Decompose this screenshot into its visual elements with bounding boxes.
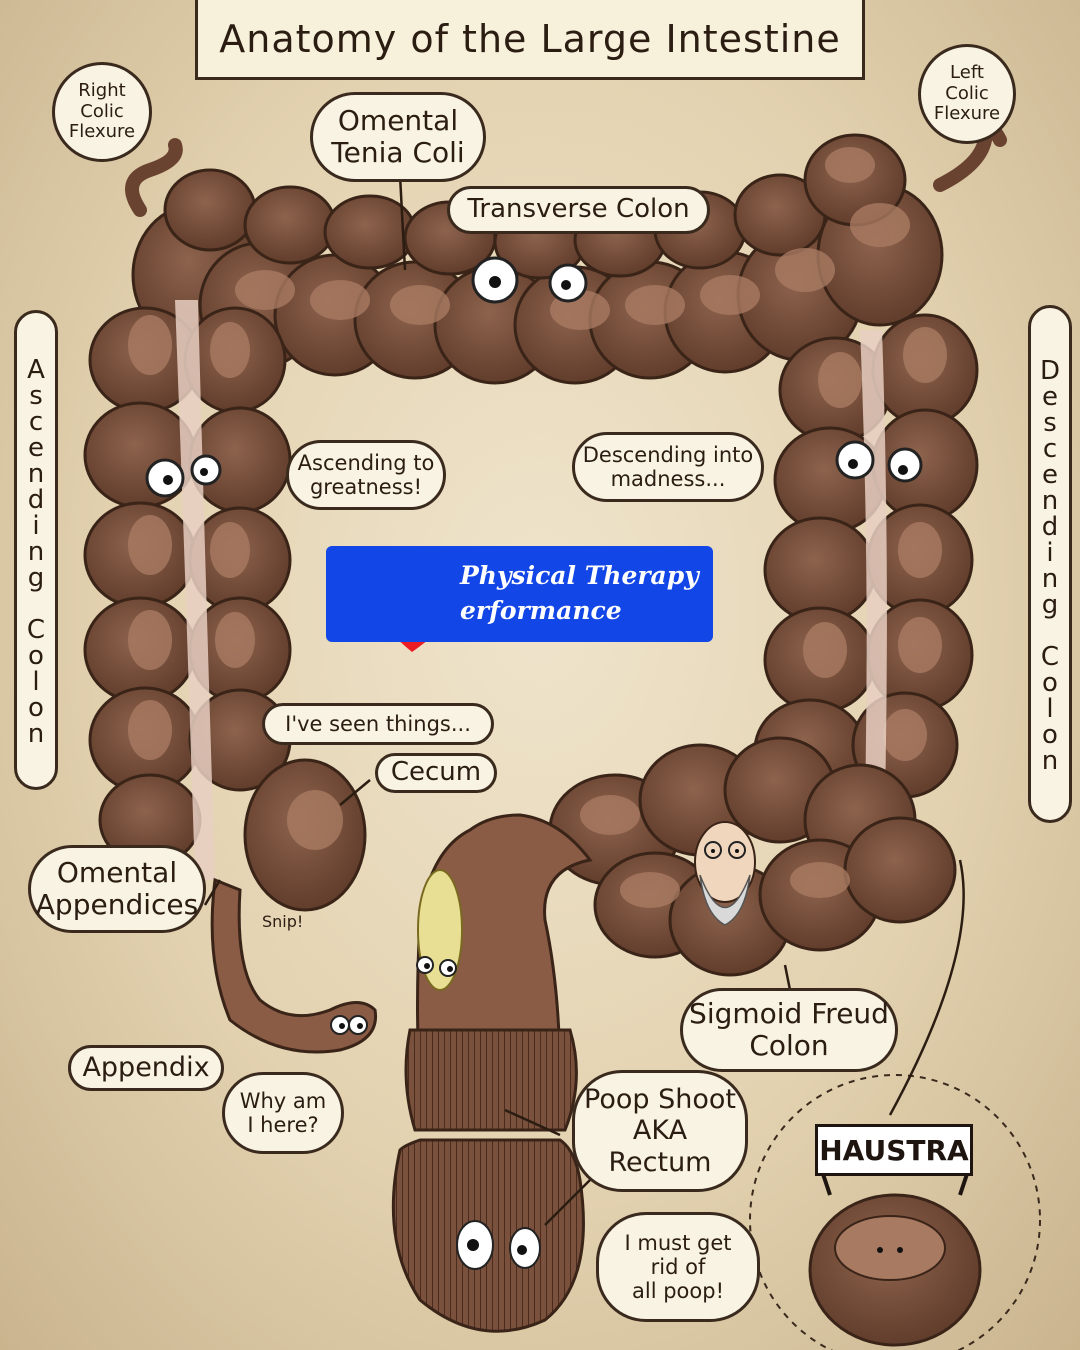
descending-colon-label: Descending Colon <box>1028 305 1072 823</box>
rectum-eyes <box>456 1220 541 1270</box>
ascending-eyes <box>145 454 222 498</box>
rectum-ridged <box>404 1028 578 1132</box>
ascending-speech-bubble: Ascending to greatness! <box>286 440 446 510</box>
descending-speech-bubble: Descending into madness... <box>572 432 764 502</box>
snip-text: Snip! <box>262 912 304 931</box>
haustra-label: HAUSTRA <box>815 1124 973 1176</box>
poop-shoot-label: Poop Shoot AKA Rectum <box>572 1070 748 1192</box>
why-here-speech-bubble: Why am I here? <box>222 1072 344 1154</box>
page-title: Anatomy of the Large Intestine <box>195 0 865 80</box>
cecum-shape <box>243 758 367 912</box>
cecum-label: Cecum <box>375 753 497 793</box>
transverse-eyes <box>471 256 588 304</box>
transverse-colon-label: Transverse Colon <box>447 186 710 234</box>
seen-things-speech-bubble: I've seen things... <box>262 703 494 745</box>
freud-face <box>694 821 756 926</box>
watermark-banner: Physical Therapy erformance <box>326 546 713 642</box>
left-colic-flexure-label: Left Colic Flexure <box>918 44 1016 144</box>
rid-of-poop-speech-bubble: I must get rid of all poop! <box>596 1212 760 1322</box>
appendix-shape <box>210 877 378 1054</box>
ascending-colon-text: Ascending Colon <box>21 355 51 745</box>
ascending-colon-label: Ascending Colon <box>14 310 58 790</box>
appendix-label: Appendix <box>68 1045 224 1091</box>
sigmoid-colon-pouches <box>580 795 850 908</box>
omental-appendices-label: Omental Appendices <box>28 845 206 933</box>
haustra-illustration <box>749 1074 1041 1350</box>
appendix-eyes <box>330 1015 368 1035</box>
descending-eyes <box>835 440 923 483</box>
right-colic-flexure-label: Right Colic Flexure <box>52 62 152 162</box>
ascending-colon-pouches <box>128 315 255 760</box>
omental-tenia-coli-label: Omental Tenia Coli <box>310 92 486 182</box>
right-flexure-curl <box>125 138 183 217</box>
appendage-eyes <box>416 956 457 977</box>
ascending-tenia-coli <box>175 300 215 880</box>
sigmoid-freud-colon-label: Sigmoid Freud Colon <box>680 988 898 1072</box>
transverse-colon-pouches <box>235 147 910 330</box>
descending-colon-text: Descending Colon <box>1035 356 1065 772</box>
descending-colon-pouches <box>803 327 947 761</box>
watermark-text: Physical Therapy erformance <box>460 561 699 625</box>
